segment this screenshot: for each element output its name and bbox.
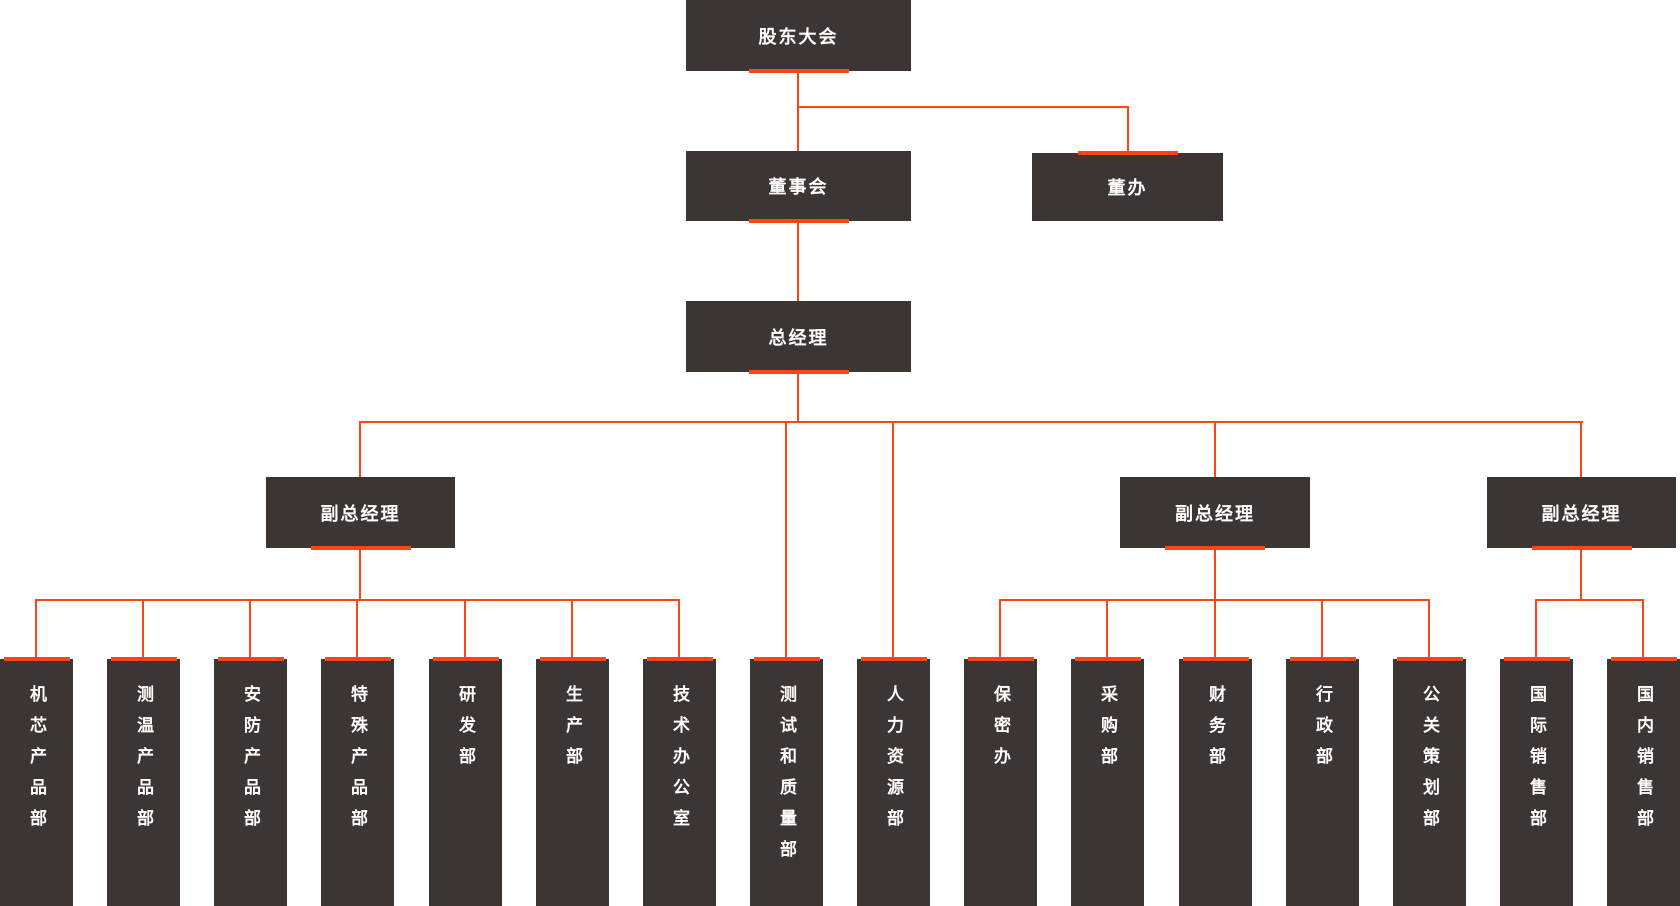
connector-line: [359, 421, 1583, 423]
connector-line: [1214, 548, 1216, 601]
connector-line: [797, 106, 1129, 108]
dept-box-domestic-sales: 国内销售部: [1607, 659, 1680, 906]
dept-label: 生产部: [562, 685, 582, 778]
dept-box-technical-office: 技术办公室: [643, 659, 716, 906]
connector-line: [356, 599, 358, 659]
dept-label: 测试和质量部: [776, 685, 796, 871]
node-board-office: 董办: [1032, 153, 1223, 221]
dept-box-pr-planning: 公关策划部: [1393, 659, 1466, 906]
connector-line: [1428, 599, 1430, 659]
connector-line: [571, 599, 573, 659]
dept-box-special-products: 特殊产品部: [321, 659, 394, 906]
dept-box-research-development: 研发部: [429, 659, 502, 906]
dept-box-human-resources: 人力资源部: [857, 659, 930, 906]
connector-line: [1214, 599, 1216, 659]
dept-box-temperature-products: 测温产品部: [107, 659, 180, 906]
dept-label: 人力资源部: [883, 685, 903, 840]
connector-line: [797, 372, 799, 423]
dept-box-production: 生产部: [536, 659, 609, 906]
connector-line: [142, 599, 144, 659]
node-label: 总经理: [768, 327, 829, 349]
node-board-of-directors: 董事会: [686, 151, 911, 221]
connector-line: [785, 421, 787, 659]
connector-line: [1642, 599, 1644, 659]
connector-line: [359, 421, 361, 477]
dept-label: 国际销售部: [1526, 685, 1546, 840]
dept-label: 财务部: [1205, 685, 1225, 778]
node-label: 董事会: [768, 177, 829, 198]
dept-box-administration: 行政部: [1286, 659, 1359, 906]
node-deputy-general-manager-2: 副总经理: [1120, 477, 1310, 548]
connector-line: [359, 548, 361, 601]
dept-label: 研发部: [455, 685, 475, 778]
dept-box-finance: 财务部: [1179, 659, 1252, 906]
connector-line: [1106, 599, 1108, 659]
dept-label: 机芯产品部: [26, 685, 46, 840]
dept-box-international-sales: 国际销售部: [1500, 659, 1573, 906]
dept-label: 技术办公室: [669, 685, 689, 840]
connector-line: [1535, 599, 1537, 659]
connector-line: [35, 599, 680, 601]
connector-line: [35, 599, 37, 659]
dept-box-confidentiality-office: 保密办: [964, 659, 1037, 906]
dept-label: 特殊产品部: [347, 685, 367, 840]
connector-line: [1214, 421, 1216, 477]
dept-label: 行政部: [1312, 685, 1332, 778]
dept-label: 公关策划部: [1419, 685, 1439, 840]
node-deputy-general-manager-3: 副总经理: [1487, 477, 1676, 548]
node-general-manager: 总经理: [686, 301, 911, 372]
connector-line: [1321, 599, 1323, 659]
dept-label: 保密办: [990, 685, 1010, 778]
node-shareholders-meeting: 股东大会: [686, 0, 911, 71]
node-label: 副总经理: [1541, 503, 1622, 525]
connector-line: [999, 599, 1001, 659]
node-deputy-general-manager-1: 副总经理: [266, 477, 455, 548]
connector-line: [464, 599, 466, 659]
connector-line: [797, 71, 799, 151]
dept-label: 国内销售部: [1633, 685, 1653, 840]
node-label: 副总经理: [1175, 503, 1255, 525]
dept-box-movement-products: 机芯产品部: [0, 659, 73, 906]
connector-line: [1127, 106, 1129, 153]
node-label: 董办: [1107, 178, 1148, 199]
node-label: 副总经理: [320, 503, 401, 525]
dept-label: 测温产品部: [133, 685, 153, 840]
dept-label: 采购部: [1097, 685, 1117, 778]
connector-line: [999, 599, 1430, 601]
connector-line: [249, 599, 251, 659]
dept-label: 安防产品部: [240, 685, 260, 840]
dept-box-security-products: 安防产品部: [214, 659, 287, 906]
dept-box-procurement: 采购部: [1071, 659, 1144, 906]
dept-box-testing-quality: 测试和质量部: [750, 659, 823, 906]
connector-line: [892, 421, 894, 659]
connector-line: [1535, 599, 1644, 601]
connector-line: [797, 221, 799, 301]
node-label: 股东大会: [758, 26, 839, 48]
connector-line: [1580, 421, 1582, 477]
connector-line: [1580, 548, 1582, 601]
connector-line: [678, 599, 680, 659]
